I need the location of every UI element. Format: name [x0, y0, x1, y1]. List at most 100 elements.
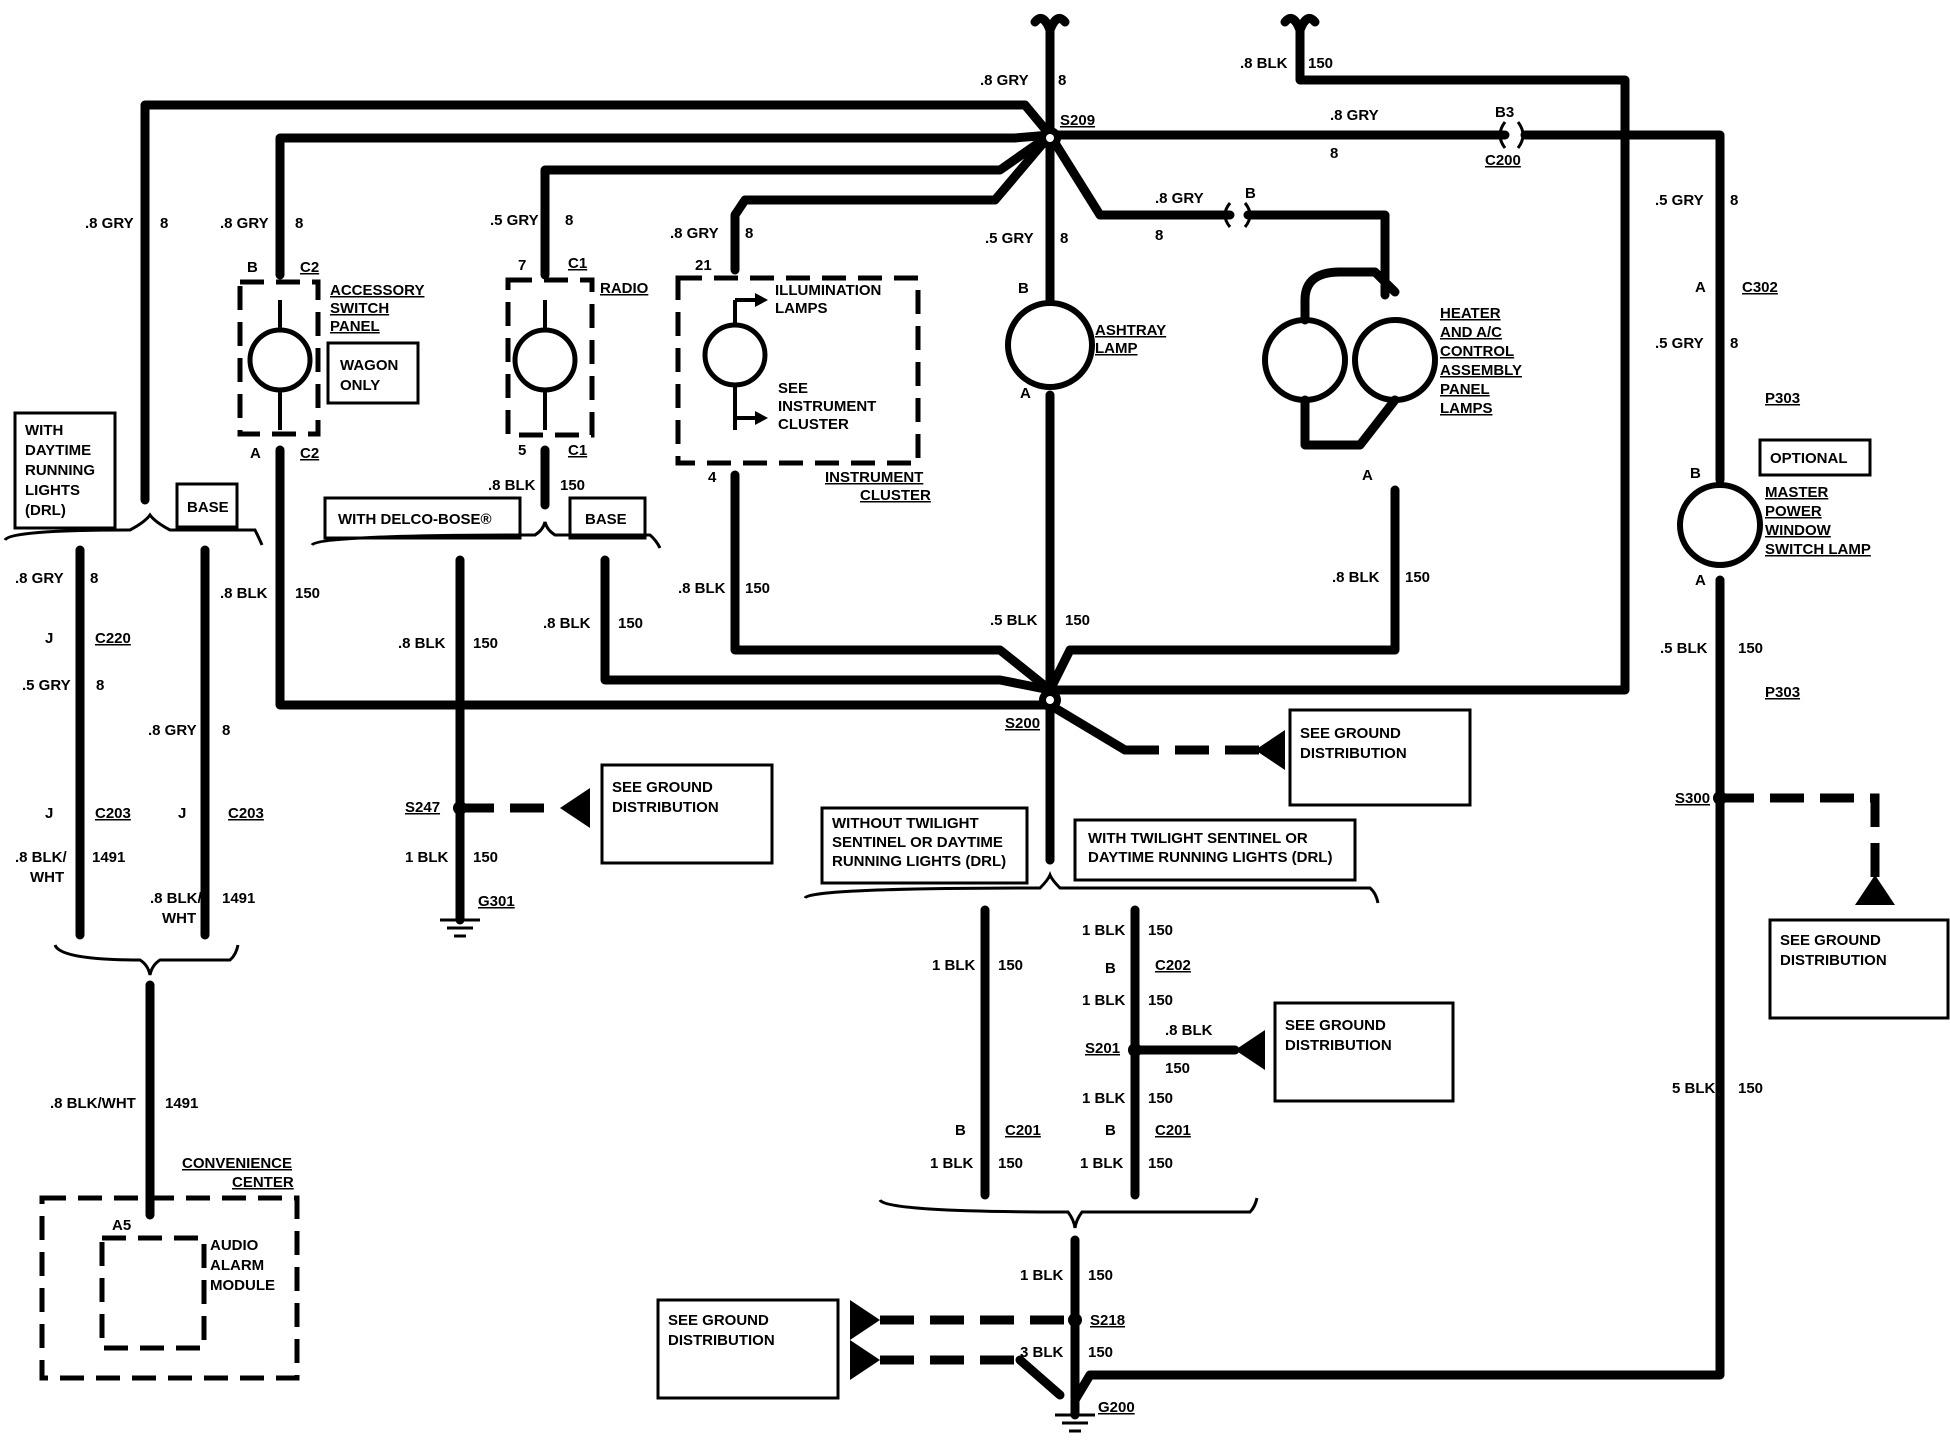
base-box-left [175, 482, 239, 529]
svg-text:C203: C203 [228, 805, 264, 822]
wire-g200-diag [1015, 1355, 1065, 1400]
svg-text:G200: G200 [1098, 1399, 1135, 1416]
splices [453, 127, 1727, 1327]
svg-text:CENTER: CENTER [232, 1174, 294, 1191]
svg-text:B: B [1018, 280, 1029, 297]
wire-top-blk-connector [1280, 13, 1320, 35]
ground-box-s201 [1273, 1001, 1455, 1103]
svg-text:.8 GRY: .8 GRY [148, 722, 197, 739]
svg-text:DISTRIBUTION: DISTRIBUTION [1300, 745, 1407, 762]
svg-text:.8 BLK: .8 BLK [488, 477, 536, 494]
svg-text:.5 GRY: .5 GRY [1655, 192, 1704, 209]
svg-text:150: 150 [1165, 1060, 1190, 1077]
svg-text:8: 8 [745, 225, 753, 242]
svg-text:SEE GROUND: SEE GROUND [668, 1312, 769, 1329]
svg-text:.8 GRY: .8 GRY [85, 215, 134, 232]
svg-text:WAGON: WAGON [340, 357, 398, 374]
svg-text:8: 8 [1730, 192, 1738, 209]
svg-text:S247: S247 [405, 799, 440, 816]
svg-text:SEE: SEE [778, 380, 808, 397]
svg-text:A: A [1362, 467, 1373, 484]
svg-text:LAMPS: LAMPS [775, 300, 828, 317]
svg-text:A5: A5 [112, 1217, 131, 1234]
svg-text:1491: 1491 [92, 849, 125, 866]
svg-text:C201: C201 [1005, 1122, 1041, 1139]
svg-text:.8 GRY: .8 GRY [1155, 190, 1204, 207]
svg-text:DISTRIBUTION: DISTRIBUTION [612, 799, 719, 816]
svg-text:8: 8 [565, 212, 573, 229]
svg-text:.5 BLK: .5 BLK [990, 612, 1038, 629]
wire-s200-ground [1045, 700, 1130, 755]
svg-text:.8 BLK/: .8 BLK/ [15, 849, 68, 866]
wires [75, 13, 1880, 1405]
wire-s209-ic [730, 130, 1055, 275]
svg-text:.8 BLK: .8 BLK [1332, 569, 1380, 586]
svg-text:150: 150 [1405, 569, 1430, 586]
svg-text:B3: B3 [1495, 104, 1514, 121]
svg-text:J: J [45, 630, 53, 647]
wire-heater-conn [1243, 210, 1390, 300]
svg-text:C2: C2 [300, 259, 319, 276]
svg-text:WITH TWILIGHT SENTINEL OR: WITH TWILIGHT SENTINEL OR [1088, 830, 1308, 847]
lamps [247, 267, 1763, 568]
svg-text:C1: C1 [568, 255, 587, 272]
svg-text:150: 150 [998, 1155, 1023, 1172]
svg-text:C2: C2 [300, 445, 319, 462]
svg-text:150: 150 [1308, 55, 1333, 72]
ground-box-s300 [1768, 918, 1950, 1020]
wire-s300-ground [1720, 793, 1880, 880]
heater-conn-b [1223, 202, 1232, 228]
svg-text:.5 GRY: .5 GRY [1655, 335, 1704, 352]
svg-text:4: 4 [708, 469, 717, 486]
svg-text:SEE GROUND: SEE GROUND [1285, 1017, 1386, 1034]
svg-text:C202: C202 [1155, 957, 1191, 974]
svg-text:INSTRUMENT: INSTRUMENT [778, 398, 876, 415]
svg-text:8: 8 [1060, 230, 1068, 247]
svg-text:LIGHTS: LIGHTS [25, 482, 80, 499]
wire-right-lower [1070, 575, 1725, 1405]
svg-text:.8 BLK: .8 BLK [398, 635, 446, 652]
with-drl-box [1073, 818, 1357, 882]
svg-text:WITHOUT TWILIGHT: WITHOUT TWILIGHT [832, 815, 979, 832]
svg-text:ALARM: ALARM [210, 1257, 264, 1274]
arrow-g200 [850, 1340, 880, 1380]
svg-text:B: B [247, 259, 258, 276]
convenience-center-box [39, 1195, 300, 1381]
svg-text:ONLY: ONLY [340, 377, 380, 394]
svg-text:CLUSTER: CLUSTER [860, 487, 931, 504]
svg-text:BASE: BASE [585, 511, 627, 528]
arrow-s201 [1235, 1030, 1265, 1070]
svg-text:150: 150 [473, 849, 498, 866]
ground-box-s218 [656, 1298, 840, 1400]
svg-text:INSTRUMENT: INSTRUMENT [825, 469, 923, 486]
base-box-mid [568, 496, 647, 540]
svg-text:.5 GRY: .5 GRY [490, 212, 539, 229]
svg-text:LAMPS: LAMPS [1440, 400, 1493, 417]
svg-text:B: B [955, 1122, 966, 1139]
svg-text:DISTRIBUTION: DISTRIBUTION [1285, 1037, 1392, 1054]
svg-text:A: A [1695, 279, 1706, 296]
svg-text:CLUSTER: CLUSTER [778, 416, 849, 433]
svg-text:150: 150 [1738, 640, 1763, 657]
svg-text:150: 150 [1065, 612, 1090, 629]
svg-text:CONVENIENCE: CONVENIENCE [182, 1155, 292, 1172]
svg-text:1 BLK: 1 BLK [1020, 1267, 1064, 1284]
svg-text:B: B [1690, 465, 1701, 482]
svg-text:ACCESSORY: ACCESSORY [330, 282, 424, 299]
svg-text:1 BLK: 1 BLK [405, 849, 449, 866]
svg-text:3 BLK: 3 BLK [1020, 1344, 1064, 1361]
svg-text:SEE GROUND: SEE GROUND [612, 779, 713, 796]
svg-text:A: A [250, 445, 261, 462]
wire-s209-radio [540, 130, 1055, 280]
wire-ic-s200 [730, 470, 1055, 695]
svg-text:.8 BLK/: .8 BLK/ [150, 890, 203, 907]
svg-text:SEE GROUND: SEE GROUND [1300, 725, 1401, 742]
svg-text:5 BLK: 5 BLK [1672, 1080, 1716, 1097]
svg-text:AUDIO: AUDIO [210, 1237, 259, 1254]
wire-acc-s200 [275, 445, 1055, 710]
svg-text:1 BLK: 1 BLK [1082, 1090, 1126, 1107]
wire-top-blk [1048, 25, 1630, 695]
b3-conn-a [1498, 121, 1507, 149]
svg-text:.8 BLK/WHT: .8 BLK/WHT [50, 1095, 136, 1112]
svg-text:150: 150 [473, 635, 498, 652]
